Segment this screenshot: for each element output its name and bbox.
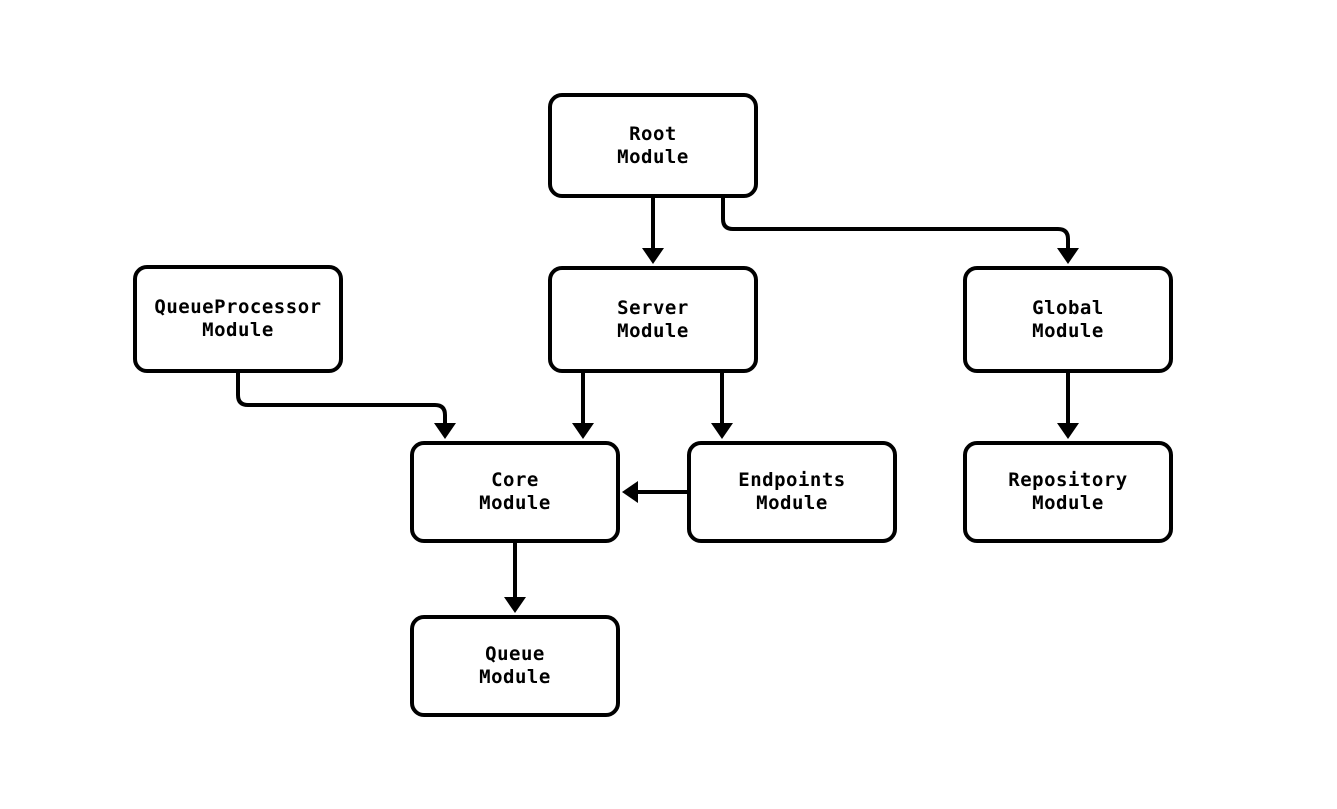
edge-line	[236, 373, 447, 427]
node-label-secondary: Module	[202, 319, 274, 341]
edge-arrowhead	[434, 423, 456, 439]
edge-arrowhead	[711, 423, 733, 439]
edge-queueprocessor-to-core	[236, 373, 456, 439]
edge-core-to-queue	[504, 543, 526, 613]
node-label-primary: Root	[629, 122, 677, 145]
edge-server-to-endpoints	[711, 373, 733, 439]
edge-arrowhead	[1057, 423, 1079, 439]
edge-global-to-repository	[1057, 373, 1079, 439]
node-label-primary: Server	[617, 296, 689, 319]
edge-endpoints-to-core	[622, 481, 687, 503]
node-label-secondary: Module	[756, 492, 828, 514]
node-label-secondary: Module	[1032, 319, 1104, 342]
node-label-secondary: Module	[479, 492, 551, 514]
node-label-primary: QueueProcessor	[154, 296, 322, 318]
edge-arrowhead	[1057, 248, 1079, 264]
node-label-primary: Global	[1032, 296, 1104, 319]
edge-arrowhead	[572, 423, 594, 439]
node-label-primary: Queue	[485, 643, 545, 665]
edge-arrowhead	[622, 481, 638, 503]
edge-arrowhead	[642, 248, 664, 264]
node-label-primary: Repository	[1008, 469, 1128, 491]
edge-line	[721, 198, 1070, 252]
node-label-secondary: Module	[617, 145, 689, 168]
node-label-secondary: Module	[1032, 492, 1104, 514]
node-label-secondary: Module	[617, 319, 689, 342]
edge-root-to-global	[721, 198, 1079, 264]
edge-arrowhead	[504, 597, 526, 613]
node-label-secondary: Module	[479, 666, 551, 688]
edge-server-to-core	[572, 373, 594, 439]
edge-root-to-server	[642, 198, 664, 264]
node-label-primary: Core	[491, 469, 539, 491]
node-label-primary: Endpoints	[738, 469, 846, 491]
